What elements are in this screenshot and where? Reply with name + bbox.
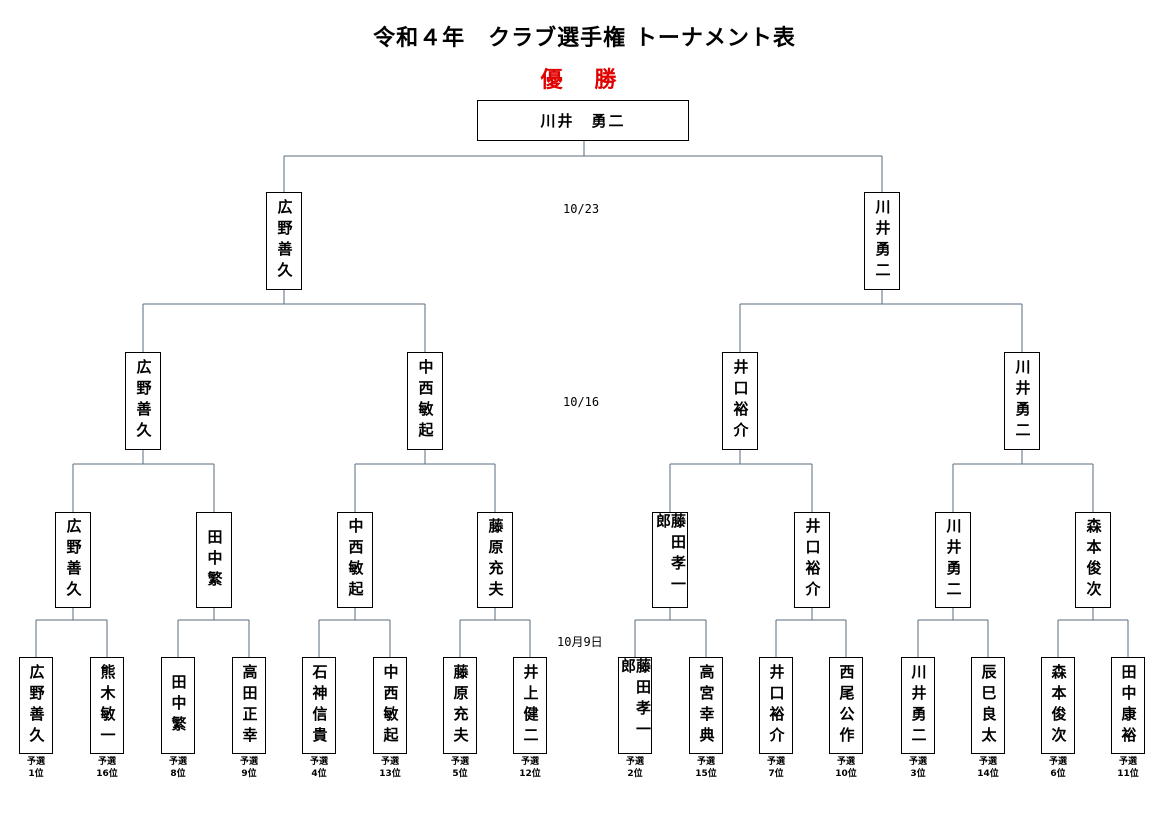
player-box-quarterfinal: 広野善久 xyxy=(55,512,91,608)
player-name: 川井勇二 xyxy=(944,518,963,602)
player-name: 広野善久 xyxy=(275,199,294,283)
player-box-round1: 熊木敏一 xyxy=(90,657,124,754)
player-name: 井上健二 xyxy=(521,663,540,748)
page-title: 令和４年 クラブ選手権 トーナメント表 xyxy=(373,26,796,51)
player-box-round1: 高田正幸 xyxy=(232,657,266,754)
player-box-round1: 中西敏起 xyxy=(373,657,407,754)
player-box-round1: 辰巳良太 xyxy=(971,657,1005,754)
player-box-quarterfinal: 井口裕介 xyxy=(794,512,830,608)
player-name: 藤原充夫 xyxy=(451,663,470,748)
player-name: 川井勇二 xyxy=(873,199,892,283)
seed-label: 予選 5位 xyxy=(450,757,469,779)
player-box-round1: 井口裕介 xyxy=(759,657,793,754)
seed-label: 予選 4位 xyxy=(309,757,328,779)
player-box-semifinal: 井口裕介 xyxy=(722,352,758,450)
player-name: 森本俊次 xyxy=(1049,663,1068,748)
seed-label: 予選 10位 xyxy=(835,757,857,779)
player-name: 田中繁 xyxy=(169,674,188,737)
player-box-round1: 田中康裕 xyxy=(1111,657,1145,754)
champion-name: 川井 勇二 xyxy=(540,112,626,130)
player-name: 中西敏起 xyxy=(381,663,400,748)
player-box-round1: 田中繁 xyxy=(161,657,195,754)
seed-label: 予選 6位 xyxy=(1048,757,1067,779)
player-box-semifinal: 中西敏起 xyxy=(407,352,443,450)
player-box-round1: 森本俊次 xyxy=(1041,657,1075,754)
player-box-quarterfinal: 田中繁 xyxy=(196,512,232,608)
champion-box: 川井 勇二 xyxy=(477,100,689,141)
seed-label: 予選 2位 xyxy=(625,757,644,779)
seed-label: 予選 9位 xyxy=(239,757,258,779)
seed-label: 予選 3位 xyxy=(908,757,927,779)
player-name: 中西敏起 xyxy=(416,359,435,443)
player-box-round1: 井上健二 xyxy=(513,657,547,754)
champion-label: 優 勝 xyxy=(540,68,629,93)
player-name: 藤原充夫 xyxy=(486,518,505,602)
player-name: 広野善久 xyxy=(134,359,153,443)
player-box-final: 川井勇二 xyxy=(864,192,900,290)
date-semifinal: 10/16 xyxy=(563,395,600,409)
player-name: 藤田孝一郎 xyxy=(619,658,652,742)
player-name: 高田正幸 xyxy=(240,663,259,748)
player-box-quarterfinal: 藤原充夫 xyxy=(477,512,513,608)
player-box-quarterfinal: 藤田孝一郎 xyxy=(652,512,688,608)
player-box-round1: 高宮幸典 xyxy=(689,657,723,754)
player-box-quarterfinal: 川井勇二 xyxy=(935,512,971,608)
player-box-quarterfinal: 中西敏起 xyxy=(337,512,373,608)
seed-label: 予選 11位 xyxy=(1117,757,1139,779)
player-box-quarterfinal: 森本俊次 xyxy=(1075,512,1111,608)
player-name: 広野善久 xyxy=(64,518,83,602)
player-name: 川井勇二 xyxy=(1013,359,1032,443)
player-name: 森本俊次 xyxy=(1084,518,1103,602)
seed-label: 予選 1位 xyxy=(26,757,45,779)
player-box-round1: 広野善久 xyxy=(19,657,53,754)
player-box-round1: 西尾公作 xyxy=(829,657,863,754)
player-name: 藤田孝一郎 xyxy=(654,513,687,597)
seed-label: 予選 8位 xyxy=(168,757,187,779)
seed-label: 予選 14位 xyxy=(977,757,999,779)
player-box-round1: 川井勇二 xyxy=(901,657,935,754)
player-box-round1: 藤原充夫 xyxy=(443,657,477,754)
seed-label: 予選 13位 xyxy=(379,757,401,779)
player-box-semifinal: 広野善久 xyxy=(125,352,161,450)
player-name: 広野善久 xyxy=(27,663,46,748)
player-box-round1: 藤田孝一郎 xyxy=(618,657,652,754)
player-box-round1: 石神信貴 xyxy=(302,657,336,754)
player-name: 西尾公作 xyxy=(837,663,856,748)
player-name: 井口裕介 xyxy=(767,663,786,748)
player-name: 井口裕介 xyxy=(803,518,822,602)
date-final: 10/23 xyxy=(563,202,600,216)
player-name: 川井勇二 xyxy=(909,663,928,748)
player-name: 辰巳良太 xyxy=(979,663,998,748)
player-name: 中西敏起 xyxy=(346,518,365,602)
player-name: 石神信貴 xyxy=(310,663,329,748)
player-name: 井口裕介 xyxy=(731,359,750,443)
seed-label: 予選 12位 xyxy=(519,757,541,779)
player-name: 田中康裕 xyxy=(1119,663,1138,748)
player-box-semifinal: 川井勇二 xyxy=(1004,352,1040,450)
player-name: 高宮幸典 xyxy=(697,663,716,748)
seed-label: 予選 15位 xyxy=(695,757,717,779)
seed-label: 予選 16位 xyxy=(96,757,118,779)
player-name: 田中繁 xyxy=(205,528,224,592)
player-box-final: 広野善久 xyxy=(266,192,302,290)
player-name: 熊木敏一 xyxy=(98,663,117,748)
date-first-round: 10月9日 xyxy=(557,635,603,649)
seed-label: 予選 7位 xyxy=(766,757,785,779)
